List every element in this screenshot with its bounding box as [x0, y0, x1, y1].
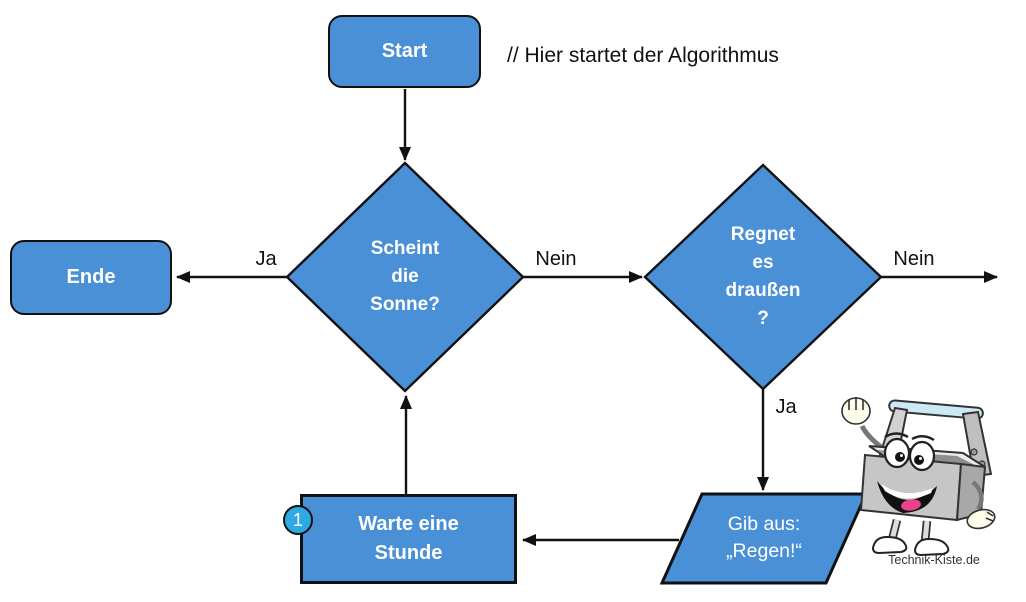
mascot-right-hand-icon: [966, 508, 996, 530]
mascot-waving-hand-icon: [841, 397, 871, 425]
node-start-label: Start: [381, 40, 428, 62]
output-regen-shape: [659, 492, 869, 585]
mascot-mouth: [877, 481, 937, 513]
edge-label-regen-ja: Ja: [775, 396, 797, 418]
mascot-eyes-icon: [883, 437, 936, 472]
edge-label-sonne-ja: Ja: [255, 248, 277, 270]
technik-kiste-mascot: [841, 397, 996, 557]
node-ende: Ende: [10, 240, 172, 315]
edge-label-regen-nein: Nein: [893, 248, 935, 270]
mascot-right-bracket: [961, 410, 993, 478]
node-ende-label: Ende: [66, 266, 116, 288]
mascot-shoes-icon: [871, 535, 950, 557]
mascot-right-arm: [971, 480, 984, 511]
decision-regen-shape: [643, 163, 883, 391]
step-badge-number: 1: [292, 509, 303, 530]
mascot-eyebrow: [884, 432, 909, 439]
mascot-screw-icon: [970, 448, 978, 456]
node-warte: Warte eine Stunde: [300, 494, 517, 584]
node-warte-line2: Stunde: [374, 542, 443, 564]
step-badge: 1: [283, 505, 313, 535]
edge-label-sonne-nein: Nein: [535, 248, 577, 270]
mascot-eyebrow: [911, 435, 935, 442]
node-warte-line1: Warte eine: [358, 513, 459, 535]
mascot-caption: Technik-Kiste.de: [888, 553, 980, 567]
comment-text: // Hier startet der Algorithmus: [507, 44, 779, 67]
decision-sonne-shape: [285, 161, 525, 393]
mascot-handle: [888, 399, 984, 420]
node-start: Start: [328, 15, 481, 88]
